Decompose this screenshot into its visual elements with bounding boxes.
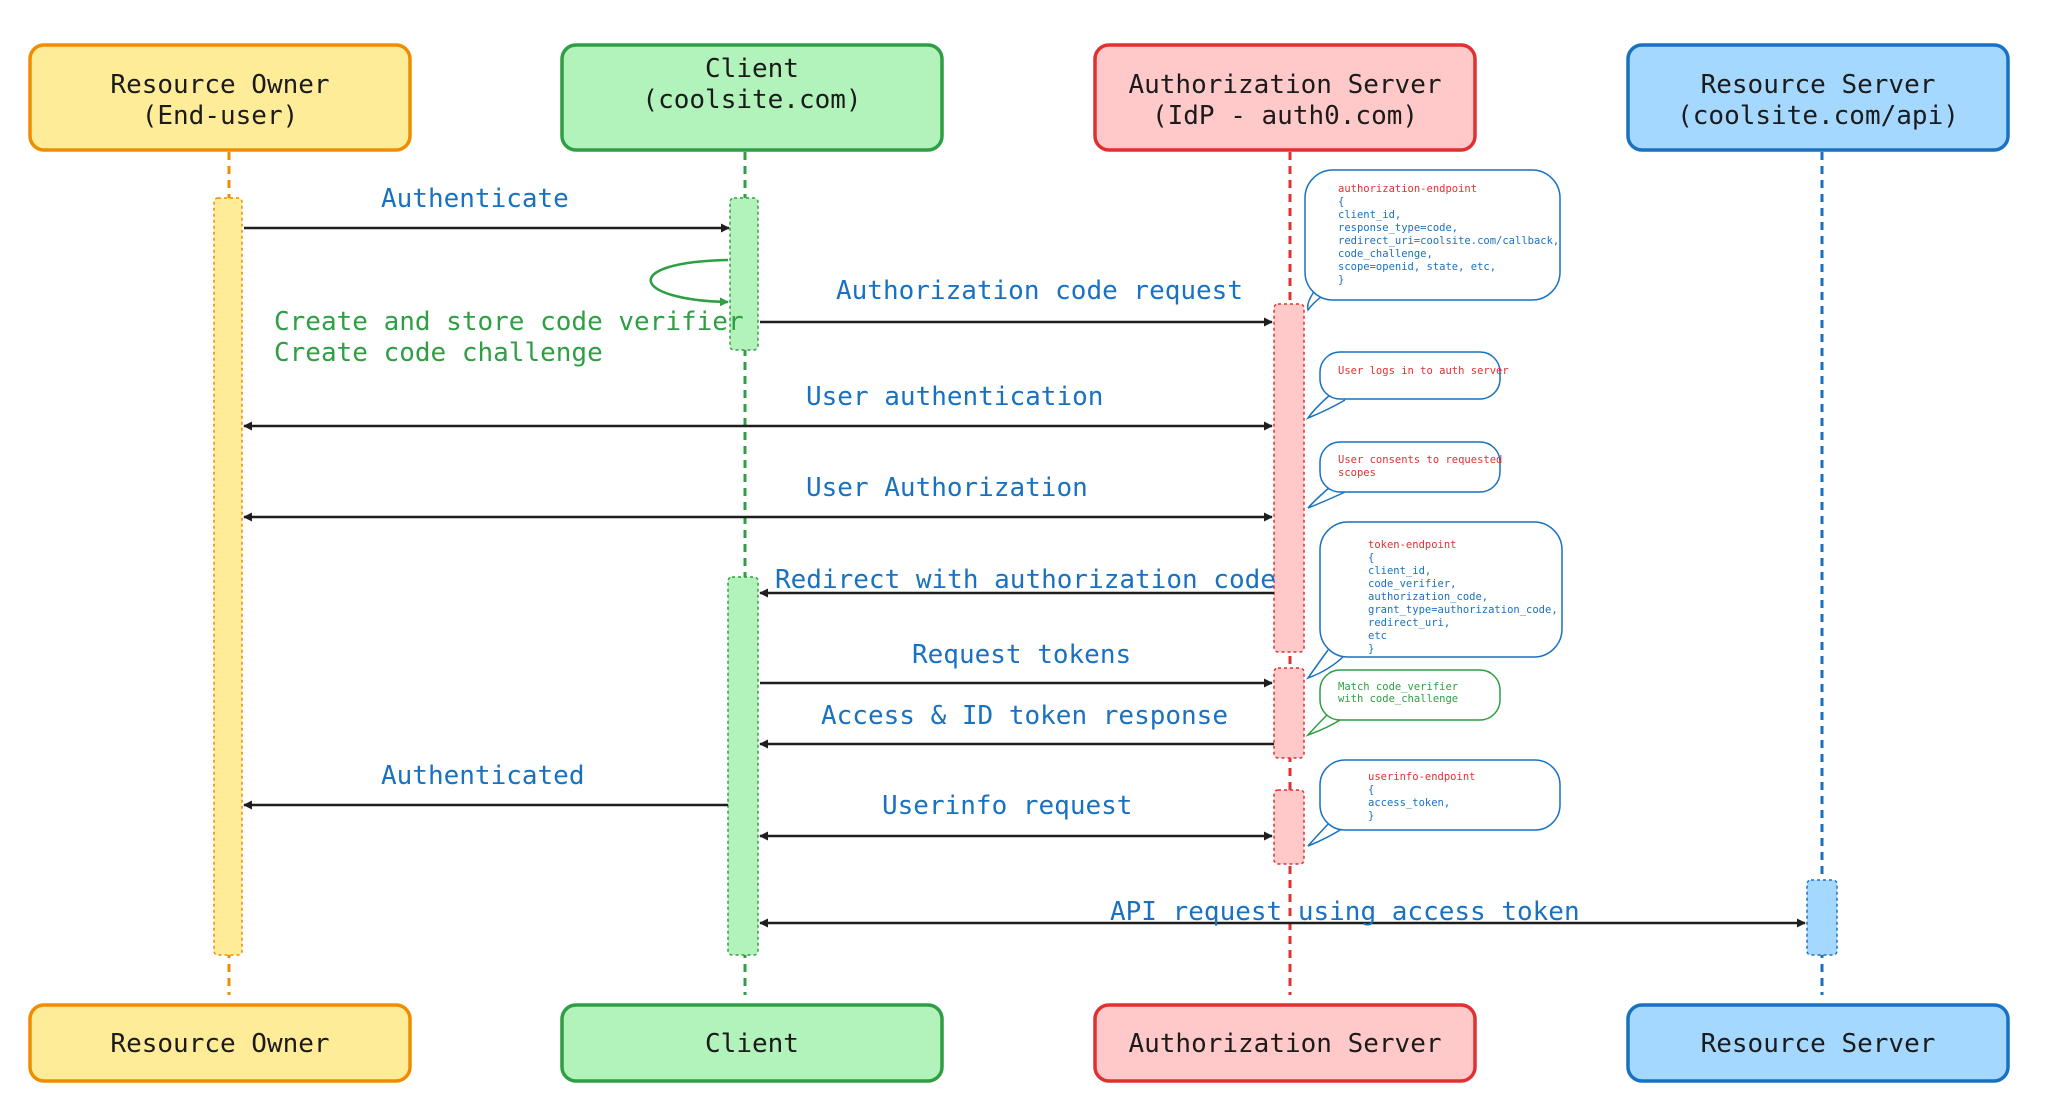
bubble-userinfo-endpoint: userinfo-endpoint { access_token, } bbox=[1307, 759, 1561, 847]
activation-client-2 bbox=[727, 576, 759, 956]
svg-text:scopes: scopes bbox=[1338, 467, 1376, 479]
actor-auth-bottom-label: Authorization Server bbox=[1128, 1029, 1441, 1059]
message-userinfo-request: Userinfo request bbox=[759, 791, 1273, 841]
svg-text:}: } bbox=[1368, 810, 1374, 822]
svg-text:code_challenge,: code_challenge, bbox=[1338, 248, 1433, 260]
note-code-challenge: Create code challenge bbox=[274, 338, 603, 368]
svg-text:Authenticate: Authenticate bbox=[381, 184, 569, 214]
svg-text:code_verifier,: code_verifier, bbox=[1368, 578, 1457, 590]
message-authenticate: Authenticate bbox=[244, 184, 730, 233]
svg-text:redirect_uri=coolsite.com/call: redirect_uri=coolsite.com/callback, bbox=[1338, 235, 1559, 247]
actor-owner-bottom-label: Resource Owner bbox=[110, 1029, 329, 1059]
actor-client-name: Client bbox=[705, 54, 799, 84]
actor-resource-bottom: Resource Server bbox=[1626, 1003, 2010, 1083]
message-authorization-code-request: Authorization code request bbox=[760, 276, 1273, 327]
svg-text:Match code_verifier: Match code_verifier bbox=[1338, 681, 1458, 693]
svg-text:Redirect with authorization co: Redirect with authorization code bbox=[775, 565, 1276, 595]
svg-text:response_type=code,: response_type=code, bbox=[1338, 222, 1458, 234]
svg-text:{: { bbox=[1368, 552, 1374, 564]
message-user-authorization: User Authorization bbox=[243, 473, 1273, 522]
self-message-code-verifier: Create and store code verifier Create co… bbox=[274, 258, 744, 368]
actor-resource-top: Resource Server (coolsite.com/api) bbox=[1626, 43, 2010, 152]
actor-auth-top: Authorization Server (IdP - auth0.com) bbox=[1093, 43, 1477, 152]
activation-owner bbox=[213, 197, 243, 956]
message-redirect-with-code: Redirect with authorization code bbox=[759, 565, 1276, 598]
activation-auth-1 bbox=[1273, 303, 1305, 653]
activation-auth-3 bbox=[1273, 789, 1305, 865]
note-code-verifier: Create and store code verifier bbox=[274, 307, 744, 337]
svg-text:{: { bbox=[1368, 784, 1374, 796]
actor-owner-subtitle: (End-user) bbox=[142, 101, 299, 131]
actor-client-bottom: Client bbox=[560, 1003, 944, 1083]
activation-resource bbox=[1806, 879, 1838, 956]
svg-text:grant_type=authorization_code,: grant_type=authorization_code, bbox=[1368, 604, 1558, 616]
actor-owner-top: Resource Owner (End-user) bbox=[28, 43, 412, 152]
activation-auth-2 bbox=[1273, 667, 1305, 759]
svg-text:API request using access token: API request using access token bbox=[1110, 897, 1580, 927]
svg-text:}: } bbox=[1338, 274, 1344, 286]
svg-text:{: { bbox=[1338, 196, 1344, 208]
svg-text:client_id,: client_id, bbox=[1338, 209, 1401, 221]
svg-text:authorization-endpoint: authorization-endpoint bbox=[1338, 183, 1477, 195]
svg-text:access_token,: access_token, bbox=[1368, 797, 1450, 809]
svg-text:}: } bbox=[1368, 643, 1374, 655]
svg-text:Userinfo request: Userinfo request bbox=[882, 791, 1132, 821]
actor-resource-name: Resource Server bbox=[1701, 70, 1936, 100]
svg-text:with code_challenge: with code_challenge bbox=[1338, 693, 1458, 705]
actor-resource-subtitle: (coolsite.com/api) bbox=[1677, 101, 1959, 131]
svg-text:Authenticated: Authenticated bbox=[381, 761, 585, 791]
svg-text:etc: etc bbox=[1368, 630, 1387, 642]
actor-resource-bottom-label: Resource Server bbox=[1701, 1029, 1936, 1059]
message-api-request: API request using access token bbox=[759, 897, 1806, 928]
actor-auth-name: Authorization Server bbox=[1128, 70, 1441, 100]
actor-auth-bottom: Authorization Server bbox=[1093, 1003, 1477, 1083]
svg-text:Authorization code request: Authorization code request bbox=[836, 276, 1243, 306]
bubble-authorization-endpoint: authorization-endpoint { client_id, resp… bbox=[1304, 169, 1561, 312]
actor-client-top: Client (coolsite.com) bbox=[560, 43, 944, 152]
svg-text:authorization_code,: authorization_code, bbox=[1368, 591, 1488, 603]
message-user-authentication: User authentication bbox=[243, 382, 1273, 431]
svg-text:User consents to requested: User consents to requested bbox=[1338, 454, 1502, 466]
svg-text:Request tokens: Request tokens bbox=[912, 640, 1131, 670]
message-request-tokens: Request tokens bbox=[760, 640, 1273, 688]
svg-text:token-endpoint: token-endpoint bbox=[1368, 539, 1457, 551]
bubble-token-endpoint: token-endpoint { client_id, code_verifie… bbox=[1306, 521, 1563, 680]
message-token-response: Access & ID token response bbox=[759, 701, 1274, 749]
svg-text:Access & ID token response: Access & ID token response bbox=[821, 701, 1228, 731]
actor-owner-name: Resource Owner bbox=[110, 70, 329, 100]
actor-client-subtitle: (coolsite.com) bbox=[642, 85, 861, 115]
svg-text:client_id,: client_id, bbox=[1368, 565, 1431, 577]
bubble-user-login: User logs in to auth server bbox=[1305, 351, 1509, 420]
svg-text:User Authorization: User Authorization bbox=[806, 473, 1088, 503]
activation-client-1 bbox=[729, 197, 759, 351]
svg-text:userinfo-endpoint: userinfo-endpoint bbox=[1368, 771, 1475, 783]
svg-text:User authentication: User authentication bbox=[806, 382, 1103, 412]
svg-text:redirect_uri,: redirect_uri, bbox=[1368, 617, 1450, 629]
svg-text:scope=openid, state, etc,: scope=openid, state, etc, bbox=[1338, 261, 1496, 273]
bubble-user-consent: User consents to requested scopes bbox=[1307, 441, 1502, 509]
actor-client-bottom-label: Client bbox=[705, 1029, 799, 1059]
bubble-match-code-verifier: Match code_verifier with code_challenge bbox=[1305, 669, 1501, 737]
actor-auth-subtitle: (IdP - auth0.com) bbox=[1152, 101, 1418, 131]
message-authenticated: Authenticated bbox=[243, 761, 728, 810]
svg-text:User logs in to auth server: User logs in to auth server bbox=[1338, 365, 1509, 377]
actor-owner-bottom: Resource Owner bbox=[28, 1003, 412, 1083]
